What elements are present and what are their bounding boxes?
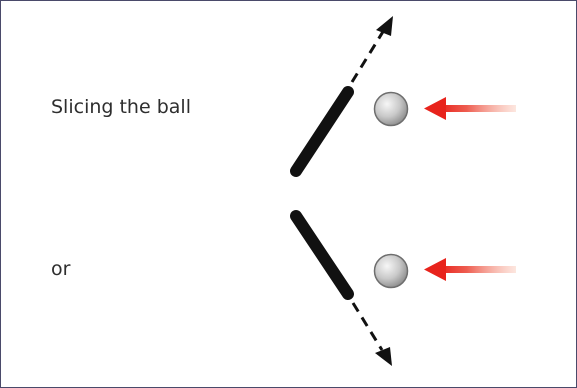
ball-icon bbox=[373, 91, 409, 127]
arrowhead-icon bbox=[375, 347, 392, 366]
top-scenario bbox=[290, 16, 516, 177]
incoming-arrow-icon bbox=[424, 97, 446, 120]
incoming-arrow-shaft bbox=[440, 105, 516, 112]
bat-edge-icon bbox=[290, 86, 354, 177]
arrowhead-icon bbox=[376, 16, 393, 36]
incoming-arrow-shaft bbox=[440, 266, 516, 273]
or-label: or bbox=[51, 258, 71, 280]
ball-icon bbox=[373, 253, 409, 289]
slicing-label: Slicing the ball bbox=[51, 96, 191, 118]
dashed-arrow-icon bbox=[350, 29, 386, 83]
bottom-scenario bbox=[290, 210, 516, 366]
incoming-arrow-icon bbox=[424, 258, 446, 281]
dashed-arrow-icon bbox=[351, 302, 384, 351]
bat-edge-icon bbox=[290, 210, 354, 300]
